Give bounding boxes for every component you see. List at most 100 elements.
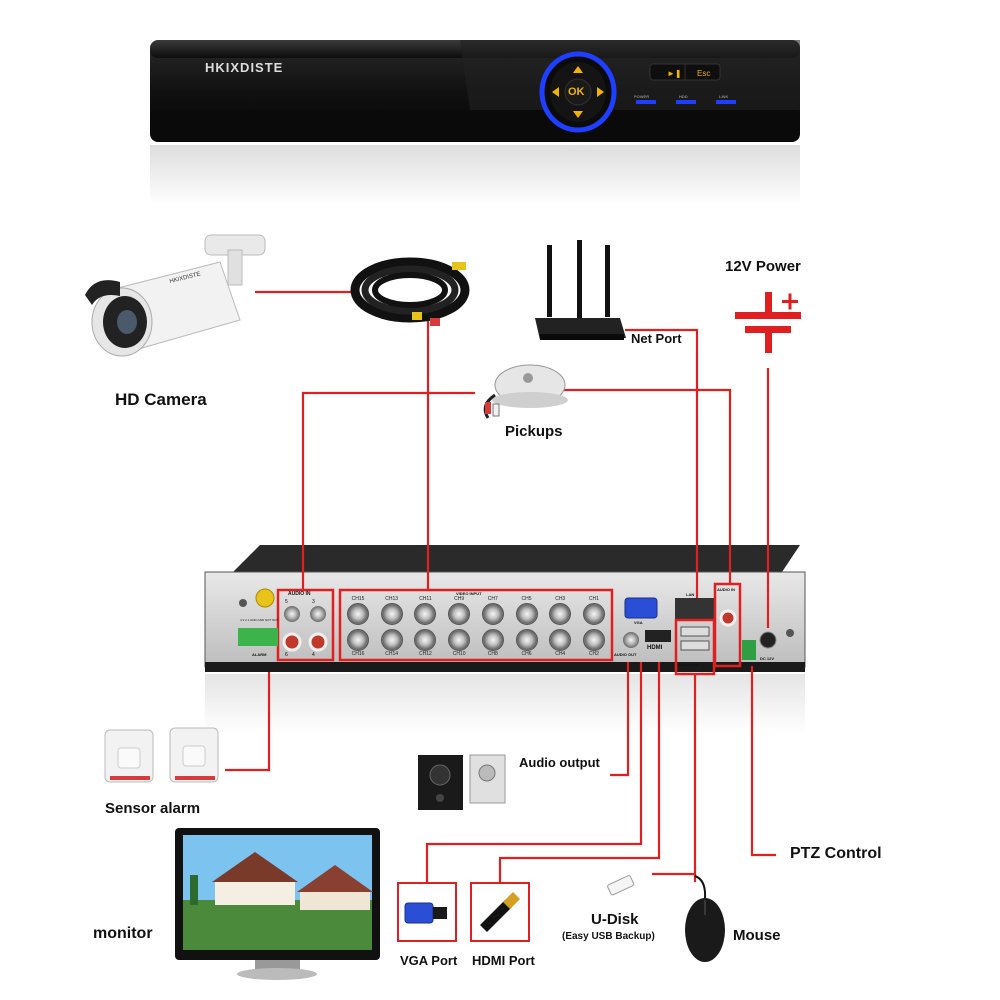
channel-label: CH1 bbox=[588, 596, 599, 602]
bnc-connector-icon bbox=[448, 629, 471, 651]
audio-out-jack bbox=[623, 632, 639, 648]
mouse-image bbox=[685, 875, 725, 962]
channel-label: CH4 bbox=[555, 651, 566, 657]
alarm-terminal bbox=[238, 628, 278, 646]
bnc-channel-port: CH14 bbox=[377, 628, 407, 658]
bnc-connector-icon bbox=[549, 629, 572, 651]
lan-port bbox=[675, 598, 715, 620]
channel-label: CH5 bbox=[521, 596, 532, 602]
pickup-microphone-image bbox=[483, 364, 568, 419]
audio-in-right-box bbox=[713, 582, 742, 668]
bnc-channel-port: CH4 bbox=[545, 628, 575, 658]
audio-in-label: AUDIO IN bbox=[288, 591, 311, 597]
lan-label: LAN bbox=[686, 592, 695, 597]
bnc-connector-icon bbox=[549, 603, 572, 625]
hd-camera-image: HKIXDISTE bbox=[85, 234, 266, 357]
vga-port-label: VGA Port bbox=[400, 953, 458, 968]
bnc-channel-port: CH9 bbox=[444, 596, 474, 626]
audio-in-box bbox=[276, 588, 335, 662]
bnc-channel-port: CH7 bbox=[478, 596, 508, 626]
left-arrow-icon bbox=[552, 87, 559, 97]
bnc-connector-icon bbox=[380, 603, 403, 625]
ptz-terminal bbox=[742, 640, 756, 660]
bnc-connector-icon bbox=[380, 629, 403, 651]
channel-label: CH8 bbox=[487, 651, 498, 657]
speakers-image bbox=[418, 754, 506, 810]
warning-sticker-icon bbox=[255, 588, 275, 608]
bnc-channel-port: CH16 bbox=[343, 628, 373, 658]
router-image bbox=[535, 240, 626, 340]
play-pause-icon: ►❚ bbox=[667, 69, 682, 78]
esc-icon: Esc bbox=[697, 69, 710, 78]
rear-vga-port bbox=[624, 597, 658, 619]
bnc-channel-port: CH1 bbox=[579, 596, 609, 626]
bnc-connector-icon bbox=[481, 629, 504, 651]
dc-label: DC 12V bbox=[760, 656, 775, 661]
bnc-channel-port: CH11 bbox=[410, 596, 440, 626]
power-symbol-icon bbox=[735, 292, 801, 353]
audio-in-right-label: AUDIO IN bbox=[717, 587, 735, 592]
audio-num: 6 bbox=[285, 652, 288, 658]
channel-label: CH10 bbox=[452, 651, 466, 657]
video-input-box bbox=[338, 588, 614, 662]
u-disk-image bbox=[607, 875, 635, 896]
monitor-label: monitor bbox=[93, 925, 153, 942]
bnc-channel-port: CH8 bbox=[478, 628, 508, 658]
channel-label: CH15 bbox=[351, 596, 365, 602]
audio-out-label: AUDIO OUT bbox=[614, 652, 637, 657]
power-indicator-label: POWER bbox=[634, 94, 650, 99]
power-label: 12V Power bbox=[725, 258, 801, 275]
hdmi-label: HDMI bbox=[647, 645, 663, 651]
dvr-brand-label: HKIXDISTE bbox=[205, 60, 284, 75]
channel-label: CH7 bbox=[487, 596, 498, 602]
channel-label: CH14 bbox=[385, 651, 399, 657]
audio-num: 5 bbox=[285, 599, 288, 605]
wires bbox=[225, 290, 776, 885]
dvr-rear-unit bbox=[204, 545, 806, 734]
bnc-channel-port: CH10 bbox=[444, 628, 474, 658]
audio-in-jack bbox=[308, 632, 328, 652]
channel-label: CH11 bbox=[419, 596, 432, 602]
up-arrow-icon bbox=[573, 66, 583, 73]
dvr-front-unit: ►❚ Esc bbox=[150, 40, 800, 205]
audio-in-jack bbox=[310, 606, 326, 622]
pickups-label: Pickups bbox=[505, 423, 563, 440]
bnc-connector-icon bbox=[515, 629, 538, 651]
alarm-label: ALARM bbox=[252, 652, 267, 657]
dc-jack bbox=[759, 631, 777, 649]
channel-label: CH16 bbox=[351, 651, 365, 657]
channel-label: CH6 bbox=[521, 651, 532, 657]
rear-hdmi-port bbox=[645, 630, 671, 642]
u-disk-sub-label: (Easy USB Backup) bbox=[562, 931, 655, 942]
channel-label: CH2 bbox=[588, 651, 599, 657]
monitor-image bbox=[175, 828, 380, 980]
right-arrow-icon bbox=[597, 87, 604, 97]
u-disk-label: U-Disk bbox=[591, 911, 639, 928]
sensor-alarm-label: Sensor alarm bbox=[105, 800, 201, 817]
bnc-connector-icon bbox=[582, 603, 605, 625]
bnc-connector-icon bbox=[414, 603, 437, 625]
bnc-connector-icon bbox=[481, 603, 504, 625]
bnc-connector-icon bbox=[347, 603, 369, 625]
alarm-terminal-labels: 4 3 2 1 GND GND NOT NOT bbox=[240, 618, 279, 622]
link-indicator-label: LINK bbox=[719, 94, 729, 99]
channel-label: CH3 bbox=[555, 596, 566, 602]
audio-num: 4 bbox=[312, 652, 315, 658]
bnc-channel-port: CH15 bbox=[343, 596, 373, 626]
sensor-alarm-image bbox=[104, 727, 219, 783]
hdd-indicator-label: HDD bbox=[679, 94, 688, 99]
hdmi-port-label: HDMI Port bbox=[472, 953, 535, 968]
video-input-label: VIDEO INPUT bbox=[456, 591, 482, 596]
vga-label: VGA bbox=[634, 620, 643, 625]
hd-camera-label: HD Camera bbox=[115, 390, 207, 409]
vga-connector-icon bbox=[404, 902, 447, 924]
audio-output-label: Audio output bbox=[519, 755, 600, 770]
channel-label: CH13 bbox=[385, 596, 399, 602]
hdmi-connector-icon bbox=[480, 892, 520, 932]
audio-in-jack bbox=[284, 606, 300, 622]
down-arrow-icon bbox=[573, 111, 583, 118]
bnc-connector-icon bbox=[448, 603, 471, 625]
bnc-channel-port: CH13 bbox=[377, 596, 407, 626]
bnc-channel-port: CH3 bbox=[545, 596, 575, 626]
